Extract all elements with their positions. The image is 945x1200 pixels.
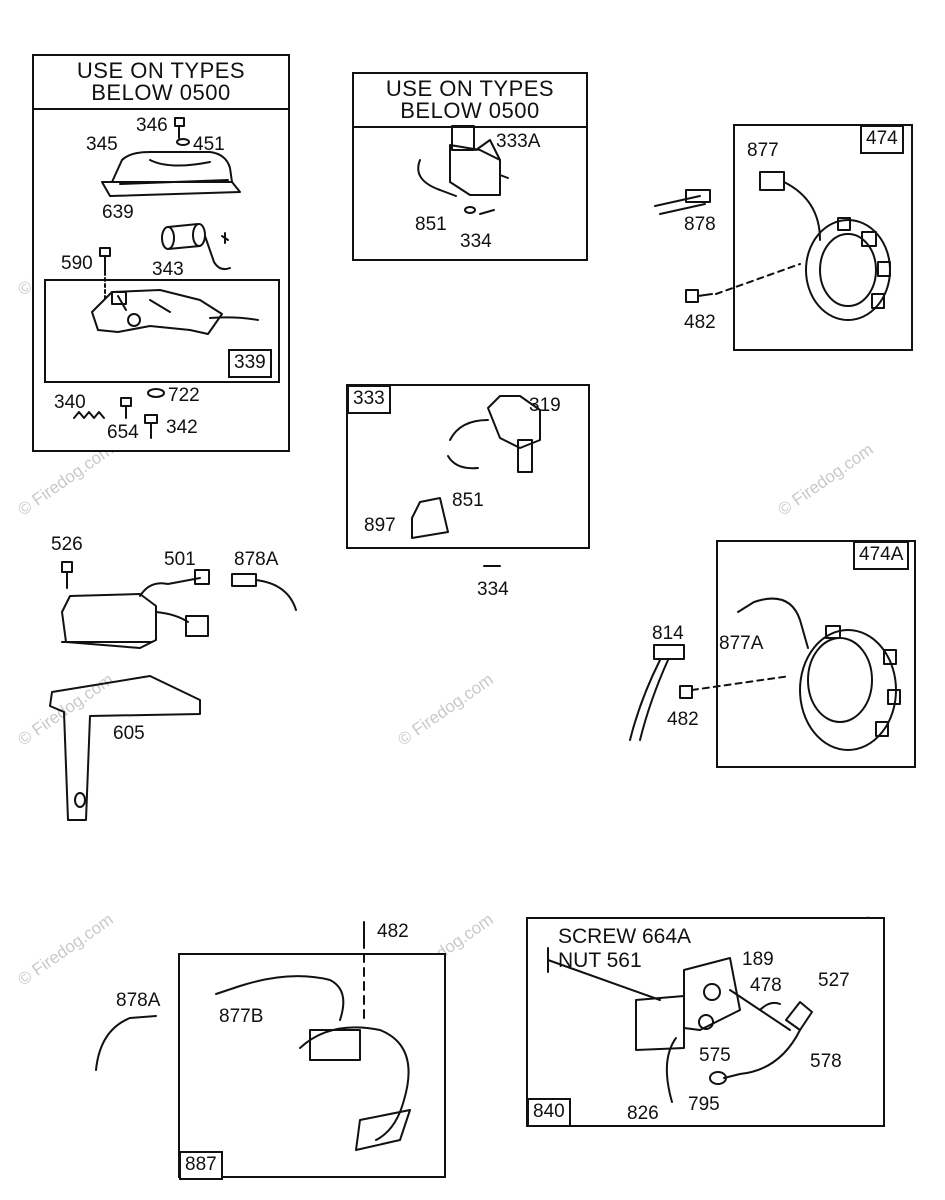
part-label: 333A — [496, 131, 541, 152]
regulator-501-drawing — [61, 561, 297, 649]
part-label: 478 — [750, 975, 782, 996]
part-label: 340 — [54, 392, 86, 413]
screw-654-drawing — [120, 397, 132, 419]
switch-840-drawing — [547, 947, 813, 1103]
part-label: 334 — [477, 579, 509, 600]
part-label: 319 — [529, 395, 561, 416]
part-label: 334 — [460, 231, 492, 252]
part-label: 451 — [193, 134, 225, 155]
part-label: 482 — [377, 921, 409, 942]
capacitor-343-drawing — [161, 223, 231, 271]
header-line: BELOW 0500 — [400, 98, 540, 123]
part-label: 878A — [116, 990, 161, 1011]
part-label: 343 — [152, 259, 184, 280]
part-label: 654 — [107, 422, 139, 443]
panel-header: USE ON TYPES BELOW 0500 — [34, 56, 288, 110]
part-label: 877 — [747, 140, 779, 161]
breaker-339-drawing — [91, 289, 259, 335]
part-label: 639 — [102, 202, 134, 223]
header-line: BELOW 0500 — [91, 80, 231, 105]
part-label: 482 — [684, 312, 716, 333]
part-tag-339: 339 — [228, 349, 272, 378]
panel-bottom-right — [526, 917, 885, 1127]
part-tag-474: 474 — [860, 125, 904, 154]
part-label: 878 — [684, 214, 716, 235]
part-label: 578 — [810, 1051, 842, 1072]
screw-334-drawing — [479, 209, 495, 215]
part-label: 526 — [51, 534, 83, 555]
cover-345-drawing — [101, 151, 241, 197]
screw-346-drawing — [174, 117, 185, 139]
spring-340-drawing — [73, 411, 105, 419]
breaker-333a-drawing — [417, 125, 509, 197]
part-tag-840: 840 — [527, 1098, 571, 1127]
part-label: 482 — [667, 709, 699, 730]
part-label: 878A — [234, 549, 279, 570]
screw-590-drawing — [99, 247, 111, 299]
part-label: 605 — [113, 723, 145, 744]
part-label: 189 — [742, 949, 774, 970]
nut-722-drawing — [147, 388, 165, 398]
part-label: 342 — [166, 417, 198, 438]
stator-474-drawing — [654, 171, 891, 321]
part-label: 851 — [415, 214, 447, 235]
panel-bottom-center — [178, 953, 446, 1178]
header-line: USE ON TYPES — [76, 58, 246, 83]
part-label: 501 — [164, 549, 196, 570]
part-tag-474a: 474A — [853, 541, 910, 570]
screw-342-drawing — [144, 414, 158, 439]
panel-top-left: USE ON TYPES BELOW 0500 — [32, 54, 290, 452]
part-label: 897 — [364, 515, 396, 536]
breaker-333-drawing — [411, 395, 541, 567]
part-label: 814 — [652, 623, 684, 644]
stator-474a-drawing — [629, 597, 901, 751]
part-tag-887: 887 — [179, 1151, 223, 1180]
part-label: 575 — [699, 1045, 731, 1066]
part-label: 795 — [688, 1094, 720, 1115]
bracket-605-drawing — [49, 675, 201, 821]
note-screw: SCREW 664A — [558, 925, 692, 948]
screw-851-drawing — [464, 206, 476, 214]
note-nut: NUT 561 — [558, 949, 642, 972]
part-label: 590 — [61, 253, 93, 274]
part-label: 851 — [452, 490, 484, 511]
part-label: 877B — [219, 1006, 264, 1027]
part-label: 722 — [168, 385, 200, 406]
part-label: 877A — [719, 633, 764, 654]
part-label: 345 — [86, 134, 118, 155]
header-line: USE ON TYPES — [385, 76, 555, 101]
part-label: 346 — [136, 115, 168, 136]
washer-451-drawing — [176, 138, 190, 146]
part-label: 826 — [627, 1103, 659, 1124]
part-label: 527 — [818, 970, 850, 991]
part-tag-333: 333 — [347, 385, 391, 414]
coil-887-drawing — [95, 921, 411, 1151]
panel-top-right — [733, 124, 913, 351]
